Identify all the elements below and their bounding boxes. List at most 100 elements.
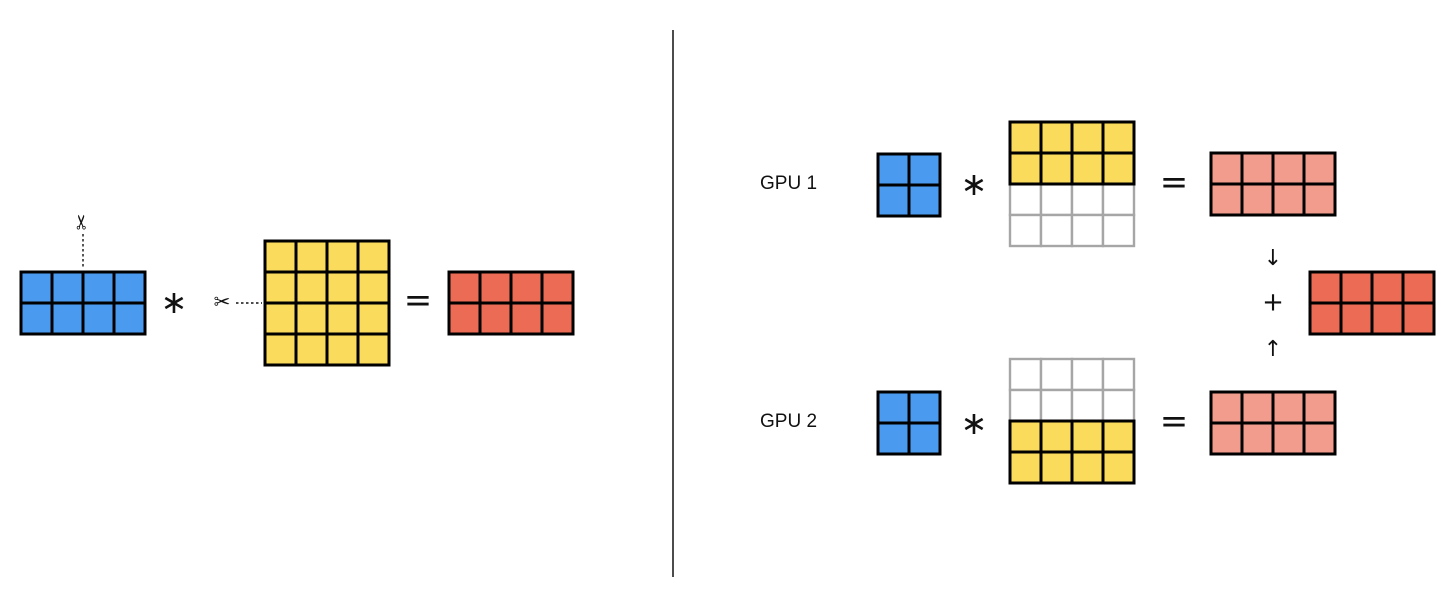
matrix-cell (1401, 301, 1436, 336)
matrix-cell (356, 270, 391, 305)
matrix-cell (447, 301, 482, 336)
matrix-cell (540, 270, 575, 305)
matrix-cell (1339, 301, 1374, 336)
plus-symbol: + (1262, 288, 1284, 318)
matrix-cell (19, 270, 54, 305)
gpu-row: GPU 1 ∗ = (760, 120, 1337, 248)
matrix-cell (1339, 270, 1374, 305)
matrix-cell (1101, 419, 1136, 454)
matrix-cell (1101, 450, 1136, 485)
matrix-cell (1271, 151, 1306, 186)
matrix-cell (509, 301, 544, 336)
matrix-cell (19, 301, 54, 336)
matrix-cell (325, 332, 360, 367)
gpu-label: GPU 2 (760, 411, 817, 432)
matrix-cell (294, 239, 329, 274)
gpu2-partial-output-matrix (1209, 390, 1337, 456)
matrix-cell (1039, 120, 1074, 155)
matrix-cell (447, 270, 482, 305)
left-input-matrix (19, 270, 147, 336)
matrix-cell (1302, 182, 1337, 217)
matrix-cell (1271, 390, 1306, 425)
matrix-cell (1070, 388, 1105, 423)
matrix-cell (325, 270, 360, 305)
matrix-cell (907, 421, 942, 456)
matrix-cell (1401, 270, 1436, 305)
matrix-cell (907, 183, 942, 218)
left-panel: ✂ ∗ ✂ = (19, 214, 575, 367)
matrix-cell (1271, 182, 1306, 217)
matrix-cell (356, 301, 391, 336)
matrix-cell (1308, 270, 1343, 305)
matrix-cell (1039, 357, 1074, 392)
matrix-cell (1101, 357, 1136, 392)
all-reduce: ↓ + ↑ (1262, 246, 1436, 362)
matrix-cell (263, 270, 298, 305)
matrix-cell (1302, 390, 1337, 425)
matrix-cell (263, 239, 298, 274)
left-weight-matrix (263, 239, 391, 367)
matrix-cell (1101, 182, 1136, 217)
arrow-up-icon: ↑ (1264, 337, 1282, 362)
matrix-cell (1008, 182, 1043, 217)
matrix-cell (1008, 388, 1043, 423)
scissors-icon: ✂ (214, 290, 231, 314)
matrix-cell (112, 301, 147, 336)
matrix-cell (50, 270, 85, 305)
matrix-cell (294, 301, 329, 336)
equals-symbol: = (1160, 163, 1189, 203)
matrix-cell (876, 421, 911, 456)
matrix-cell (1209, 421, 1244, 456)
gpu-row: GPU 2 ∗ = (760, 357, 1337, 485)
gpu1-input-matrix (876, 152, 942, 218)
matrix-cell (1302, 151, 1337, 186)
matrix-cell (1008, 357, 1043, 392)
matrix-cell (907, 390, 942, 425)
matrix-cell (325, 301, 360, 336)
matrix-cell (325, 239, 360, 274)
matrix-cell (263, 301, 298, 336)
multiply-symbol: ∗ (161, 283, 188, 321)
matrix-cell (1271, 421, 1306, 456)
matrix-cell (876, 152, 911, 187)
matrix-cell (263, 332, 298, 367)
matrix-cell (1240, 421, 1275, 456)
matrix-cell (1101, 388, 1136, 423)
matrix-cell (112, 270, 147, 305)
matrix-cell (356, 332, 391, 367)
scissors-icon: ✂ (70, 214, 94, 231)
matrix-cell (478, 301, 513, 336)
gpu-label: GPU 1 (760, 173, 817, 194)
matrix-cell (1209, 182, 1244, 217)
matrix-cell (1101, 120, 1136, 155)
final-output-matrix (1308, 270, 1436, 336)
matrix-cell (50, 301, 85, 336)
matrix-cell (81, 301, 116, 336)
matrix-cell (1302, 421, 1337, 456)
matrix-cell (1370, 270, 1405, 305)
matrix-cell (1308, 301, 1343, 336)
matrix-cell (1039, 213, 1074, 248)
gpu1-weight-matrix (1008, 120, 1136, 248)
matrix-cell (1370, 301, 1405, 336)
matrix-cell (1039, 450, 1074, 485)
matrix-cell (1240, 151, 1275, 186)
matrix-cell (1070, 450, 1105, 485)
equals-symbol: = (404, 281, 433, 321)
matrix-cell (1008, 120, 1043, 155)
matrix-cell (876, 390, 911, 425)
equals-symbol: = (1160, 402, 1189, 442)
matrix-cell (1101, 151, 1136, 186)
matrix-cell (1070, 120, 1105, 155)
matrix-cell (1240, 182, 1275, 217)
matrix-cell (294, 270, 329, 305)
matrix-cell (1070, 419, 1105, 454)
matrix-cell (1008, 151, 1043, 186)
matrix-cell (1240, 390, 1275, 425)
matrix-cell (509, 270, 544, 305)
matrix-cell (294, 332, 329, 367)
gpu1-partial-output-matrix (1209, 151, 1337, 217)
matrix-cell (81, 270, 116, 305)
matrix-cell (1039, 388, 1074, 423)
